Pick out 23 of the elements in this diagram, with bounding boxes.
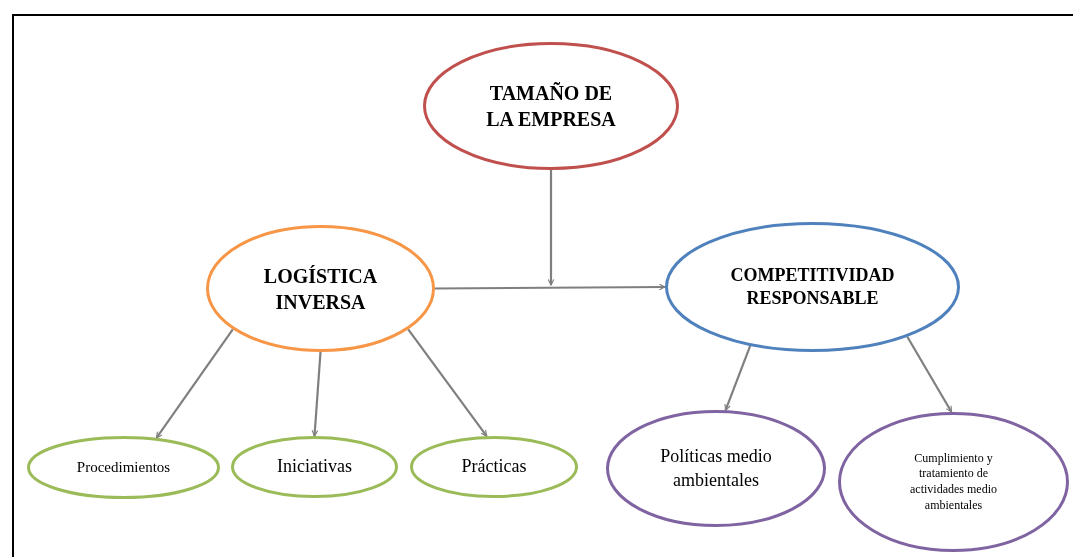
arrow xyxy=(906,336,953,413)
ellipse-node xyxy=(231,436,398,498)
node-label: TAMAÑO DE LA EMPRESA xyxy=(485,81,617,132)
node-label: Procedimientos xyxy=(76,457,171,477)
node-label: COMPETITIVIDAD RESPONSABLE xyxy=(729,263,896,310)
ellipse-node xyxy=(410,436,578,498)
node-label: Iniciativas xyxy=(277,455,352,479)
node-label: Cumplimiento y tratamiento de actividades medio ambientales xyxy=(909,450,998,514)
ellipse-node xyxy=(838,412,1069,552)
arrow xyxy=(547,170,555,286)
node-label: LOGÍSTICA INVERSA xyxy=(262,263,379,315)
ellipse-node xyxy=(27,436,220,499)
ellipse-node xyxy=(606,410,826,527)
arrow xyxy=(724,345,752,411)
ellipse-node xyxy=(665,222,960,352)
node-label: Políticas medio ambientales xyxy=(659,445,773,492)
ellipse-node xyxy=(206,225,435,352)
arrow xyxy=(311,351,322,437)
arrow xyxy=(407,328,488,437)
arrow xyxy=(435,283,666,291)
ellipse-node xyxy=(423,42,679,170)
node-label: Prácticas xyxy=(461,455,527,479)
arrow xyxy=(155,328,234,439)
